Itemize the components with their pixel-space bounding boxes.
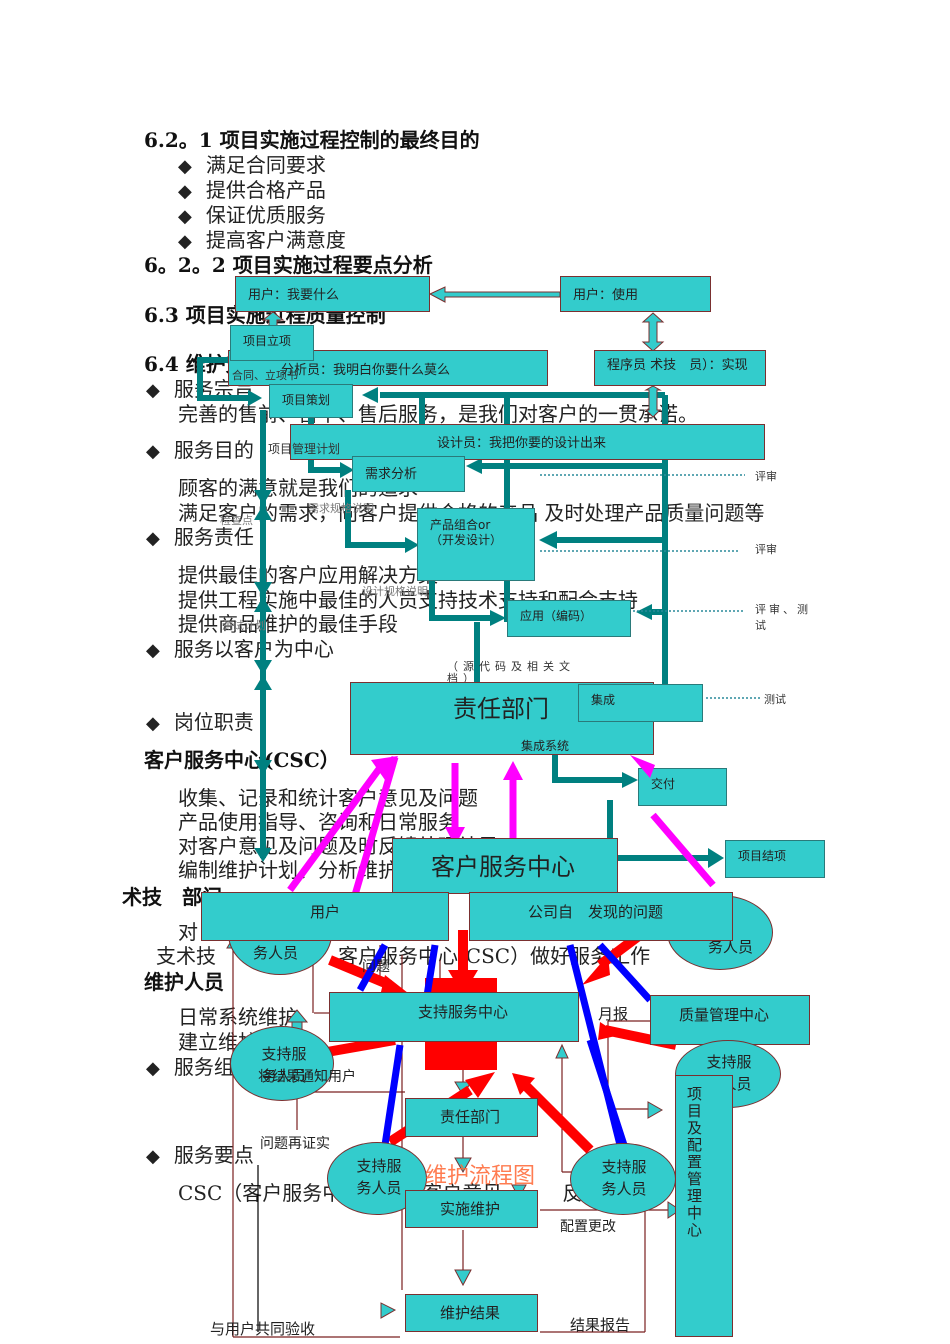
label-review-2: 评审 xyxy=(755,543,777,556)
label-checkpoint: 检查点 xyxy=(220,514,253,527)
box-analyst: 分析员：我明白你要什么莫么 xyxy=(228,350,548,386)
box-programmer: 程序员 术技 员）：实现 xyxy=(594,350,766,386)
section-6-2-1-title: 6.2。1 项目实施过程控制的最终目的 xyxy=(144,128,480,152)
box-result: 维护结果 xyxy=(405,1294,538,1332)
tech-line-2: 支术技 xyxy=(156,944,216,968)
box-app-coding: 应用（编码） xyxy=(507,600,631,637)
service-team-heading: 服务组 xyxy=(146,1051,234,1080)
service-points-heading: 服务要点 xyxy=(146,1139,254,1168)
label-pm-plan: 项目管理计划 xyxy=(268,442,341,456)
maint-title: 维护人员 xyxy=(144,970,224,994)
box-csc: 客户服务中心 xyxy=(392,838,618,894)
box-req-analysis: 需求分析 xyxy=(352,456,465,492)
label-review-1: 评审 xyxy=(755,470,777,483)
tech-line-1: 对 xyxy=(178,920,198,944)
label-review-test: 评审、测试 xyxy=(755,603,811,632)
box-responsible-dept-2: 责任部门 xyxy=(405,1098,538,1137)
box-delivery: 交付 xyxy=(638,768,727,806)
box-project-plan: 项目策划 xyxy=(269,384,353,418)
label-issue: 问题 xyxy=(362,959,390,975)
resp-text-1: 提供最佳的客户应用解决方案 xyxy=(178,563,438,587)
label-test-plan: 测试计划 xyxy=(222,619,266,632)
label-design-spec: 设计规格说明 xyxy=(362,585,428,598)
goal-item: 提供合格产品 xyxy=(178,174,326,203)
box-quality-center: 质量管理中心 xyxy=(650,995,810,1045)
service-goal-heading: 服务目的 xyxy=(146,434,254,463)
box-project-close: 项目结项 xyxy=(725,840,825,878)
goal-item: 提高客户满意度 xyxy=(178,224,346,253)
customer-center-heading: 服务以客户为中心 xyxy=(146,633,334,662)
label-result-report: 结果报告 xyxy=(570,1316,631,1334)
box-support-center: 支持服务中心 xyxy=(329,992,579,1042)
box-implement: 实施维护 xyxy=(405,1190,538,1228)
section-6-2-2-title: 6。2。2 项目实施过程要点分析 xyxy=(144,253,433,277)
label-monthly-report: 月报 xyxy=(598,1005,629,1023)
label-config-change: 配置更改 xyxy=(560,1219,616,1235)
box-product-combo: 产品组合or （开发设计） xyxy=(417,508,535,581)
maint-item: 日常系统维护 xyxy=(178,1005,298,1029)
csc-title: 客户服务中心(CSC） xyxy=(144,748,340,772)
box-user-use: 用户：使用 xyxy=(560,276,711,312)
box-designer: 设计员：我把你要的设计出来 xyxy=(290,424,765,460)
post-duty-heading: 岗位职责 xyxy=(146,706,254,735)
flowchart-caption: 维护流程图 xyxy=(425,1164,536,1189)
resp-text-3: 提供商品维护的最佳手段 xyxy=(178,612,398,636)
box-user: 用户 xyxy=(201,892,449,941)
box-company-issue: 公司自 发现的问题 xyxy=(469,892,733,941)
label-contract: 合同、立项书 xyxy=(232,369,298,382)
csc-item: 产品使用指导、咨询和日常服务 xyxy=(178,810,458,834)
label-test: 测试 xyxy=(764,693,786,706)
goal-item: 满足合同要求 xyxy=(178,149,326,178)
box-config-center: 项目及配置管理中心 xyxy=(675,1075,733,1337)
box-project-init: 项目立项 xyxy=(230,325,314,361)
service-resp-heading: 服务责任 xyxy=(146,521,254,550)
label-reconfirm: 问题再证实 xyxy=(260,1136,330,1152)
label-req-spec: 需求规格说明 xyxy=(308,502,374,515)
ellipse-support-staff-bottom-right: 支持服务人员 xyxy=(570,1143,676,1215)
goal-item: 保证优质服务 xyxy=(178,199,326,228)
box-user-want: 用户：我要什么 xyxy=(235,276,430,312)
ellipse-support-staff-mid-left: 支持服务人员 xyxy=(230,1026,334,1101)
label-accept-with-user: 与用户共同验收 xyxy=(210,1320,316,1338)
csc-item: 收集、记录和统计客户意见及问题 xyxy=(178,786,478,810)
label-notify-user: 将结果通知用户 xyxy=(258,1069,356,1085)
label-source-docs: （源代码及相关文档） xyxy=(447,660,575,685)
box-integration: 集成 xyxy=(578,684,703,722)
